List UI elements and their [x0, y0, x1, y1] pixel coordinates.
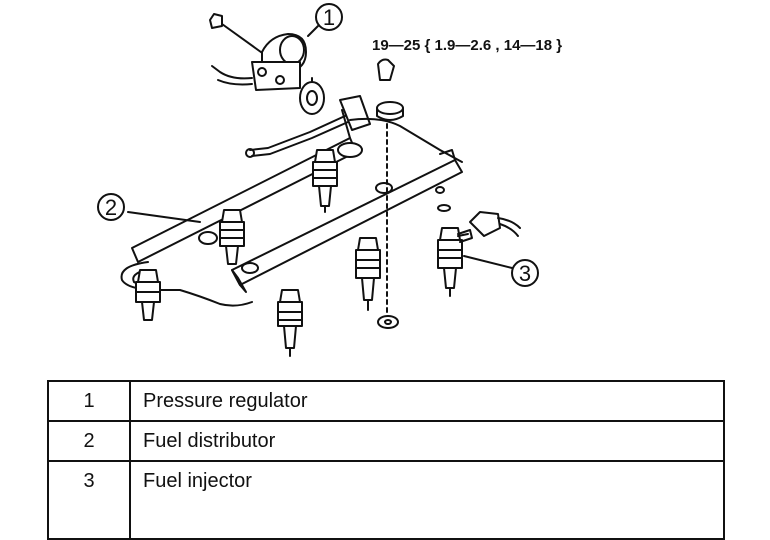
table-row: 3 Fuel injector [47, 460, 725, 540]
part-name: Pressure regulator [129, 380, 725, 422]
callout-2: 2 [97, 193, 125, 221]
fuel-distributor [120, 95, 463, 307]
table-row: 1 Pressure regulator [47, 380, 725, 422]
fuel-injectors [135, 149, 521, 357]
part-name: Fuel injector [129, 460, 725, 540]
fuel-system-diagram: 1 2 3 19—25 { 1.9—2.6 , 14—18 } [97, 3, 562, 357]
parts-legend-table: 1 Pressure regulator 2 Fuel distributor … [47, 380, 725, 540]
callout-3: 3 [511, 259, 539, 287]
pressure-regulator [209, 13, 325, 115]
mounting-bolt [376, 58, 404, 329]
part-number: 3 [47, 460, 131, 540]
callout-2-label: 2 [105, 195, 117, 220]
table-row: 2 Fuel distributor [47, 420, 725, 462]
torque-spec: 19—25 { 1.9—2.6 , 14—18 } [372, 37, 562, 54]
part-name: Fuel distributor [129, 420, 725, 462]
part-number: 2 [47, 420, 131, 462]
callout-3-label: 3 [519, 261, 531, 286]
callout-1-label: 1 [323, 5, 335, 30]
callout-1: 1 [315, 3, 343, 31]
part-number: 1 [47, 380, 131, 422]
